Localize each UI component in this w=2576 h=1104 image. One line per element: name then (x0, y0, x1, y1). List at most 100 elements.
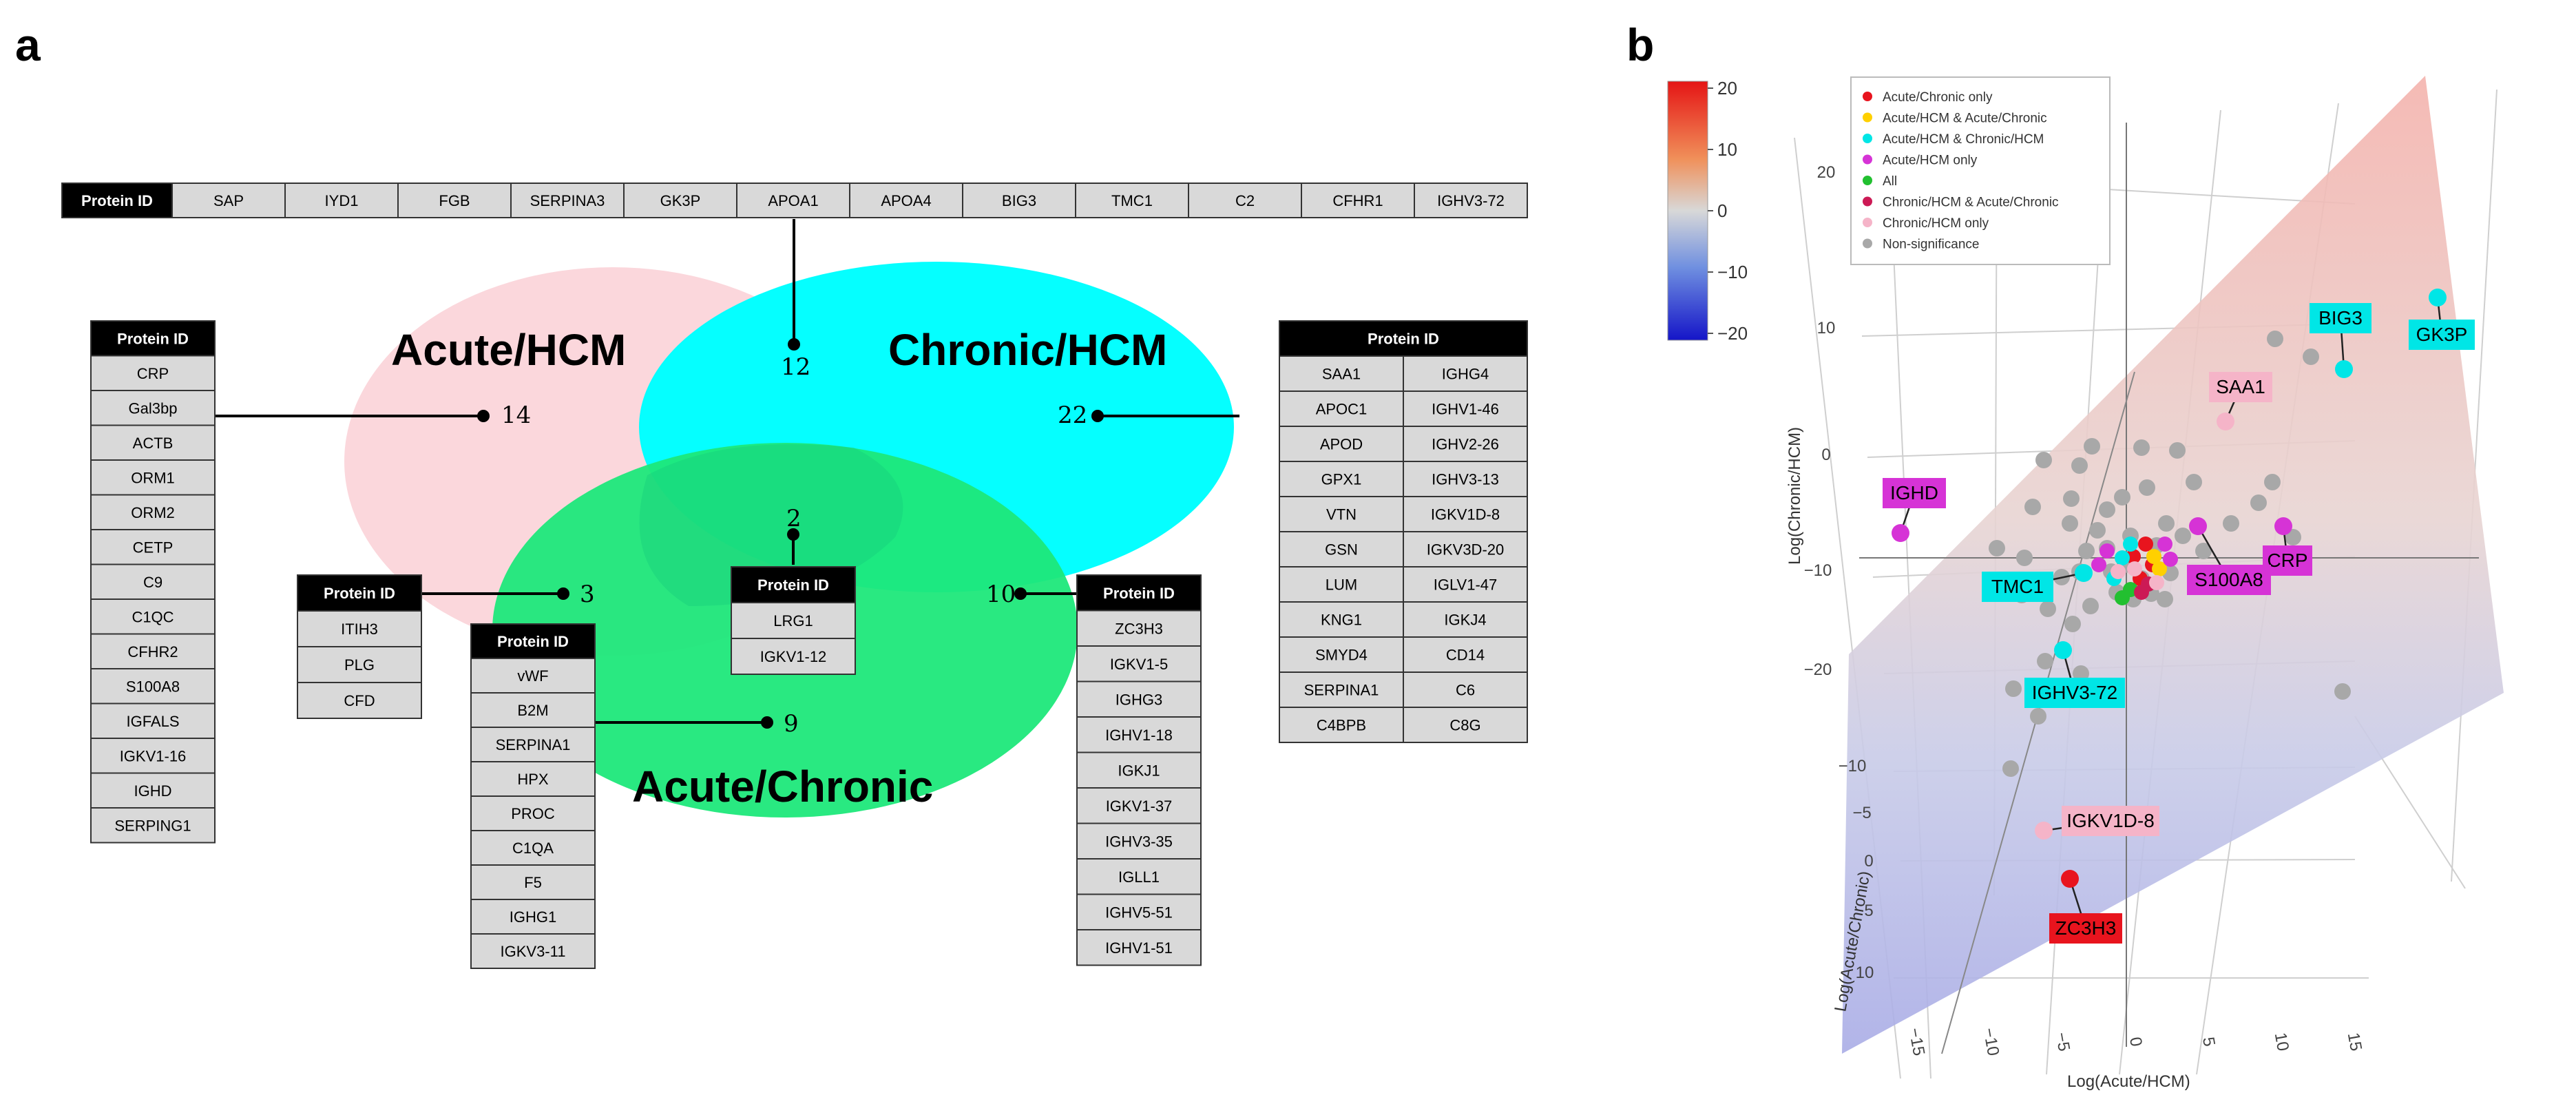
left-table-row: ORM2 (131, 504, 175, 521)
point-callouts: BIG3GK3PSAA1IGHDCRPS100A8TMC1IGHV3-72IGK… (1883, 289, 2475, 944)
point-nonsignificant (2195, 543, 2212, 559)
right-table-col1-cell (1279, 355, 1404, 392)
callout-box (2024, 678, 2125, 708)
point-significant (2099, 543, 2115, 559)
nine-table-row-cell (470, 795, 596, 831)
legend-label: Chronic/HCM & Acute/Chronic (1883, 196, 2059, 210)
top-table-cell: FGB (439, 192, 470, 209)
right-table-col1-cell (1279, 601, 1404, 638)
top-table-cell: SERPINA3 (530, 192, 605, 209)
ten-table-row: IGHV1-18 (1105, 727, 1173, 744)
callout-label: BIG3 (2318, 307, 2363, 329)
top-table-cell-cell (736, 183, 850, 218)
ten-table-row: ZC3H3 (1115, 620, 1163, 637)
x-axis-tick: −15 (1905, 1026, 1929, 1057)
right-table-col1: LUM (1326, 576, 1357, 594)
right-table-col1: APOC1 (1316, 401, 1368, 418)
three-table-row: CFD (344, 692, 375, 709)
ten-table-row-cell (1076, 716, 1202, 753)
top-table-cell: GK3P (660, 192, 701, 209)
colorbar-tick: −20 (1717, 323, 1748, 344)
top-table-cell-cell (962, 183, 1076, 218)
point-significant (2126, 549, 2141, 564)
legend-label: All (1883, 174, 1897, 189)
left-table-row-cell (90, 390, 216, 426)
three-table-header: Protein ID (324, 585, 395, 602)
left-table-row: Gal3bp (129, 399, 178, 417)
left-table-row: S100A8 (126, 678, 180, 695)
ten-table-row-cell (1076, 929, 1202, 966)
right-table-col2-cell (1403, 531, 1528, 567)
nine-table-row-cell (470, 830, 596, 866)
x-axis-tick: 15 (2344, 1031, 2365, 1052)
x-axis-tick: 10 (2271, 1031, 2292, 1052)
top-table-cell: APOA1 (768, 192, 818, 209)
count-acute-chronic-only: 9 (784, 710, 799, 738)
right-table-col2: IGLV1-47 (1434, 576, 1498, 594)
x-axis-tick: −10 (1980, 1026, 2003, 1057)
legend-swatch (1863, 112, 1872, 123)
left-table-row-cell (90, 459, 216, 496)
point-nonsignificant (2089, 522, 2106, 539)
right-table-col1: GPX1 (1321, 471, 1362, 488)
nine-table-row: PROC (511, 805, 555, 822)
right-table-col2-cell (1403, 601, 1528, 638)
right-table-col2-cell (1403, 426, 1528, 462)
right-table-col2: IGKV1D-8 (1431, 506, 1500, 523)
point-nonsignificant (2223, 515, 2239, 532)
venn-label-acute-chronic: Acute/Chronic (632, 762, 933, 811)
y-axis-tick: −5 (1852, 804, 1871, 822)
callout-label: CRP (2267, 550, 2307, 571)
left-table-row-cell (90, 424, 216, 461)
labeled-point (2054, 641, 2072, 659)
left-table-row-cell (90, 633, 216, 669)
left-table-row: C9 (143, 574, 163, 591)
legend-swatch (1863, 154, 1872, 165)
right-table-col2-cell (1403, 355, 1528, 392)
point-nonsignificant (2078, 543, 2095, 559)
three-table-row-cell (297, 646, 422, 683)
callout-box (2187, 565, 2271, 595)
legend-label: Acute/HCM & Chronic/HCM (1883, 132, 2044, 147)
left-table-header: Protein ID (117, 330, 189, 347)
ten-table-row: IGLL1 (1118, 868, 1160, 886)
top-table-cell-cell (1301, 183, 1415, 218)
legend-swatch (1863, 134, 1872, 143)
ten-table-row-cell (1076, 787, 1202, 824)
ten-table-row: IGHV3-35 (1105, 833, 1173, 850)
point-nonsignificant (2099, 501, 2115, 518)
left-table-row: ACTB (133, 435, 174, 452)
nine-table-row: C1QA (512, 840, 554, 857)
legend-swatch (1863, 238, 1872, 249)
right-table-col2: IGHV3-13 (1432, 471, 1499, 488)
callout-label: SAA1 (2216, 376, 2265, 397)
right-table-col1-cell (1279, 461, 1404, 497)
right-table-col1: APOD (1320, 436, 1363, 453)
callout-label: IGHV3-72 (2032, 682, 2118, 703)
top-table-cell: APOA4 (881, 192, 931, 209)
nine-table-row: IGHG1 (510, 908, 556, 926)
point-nonsignificant (2157, 591, 2173, 607)
count-acute-hcm-acute-chronic: 3 (580, 581, 595, 608)
point-nonsignificant (2084, 438, 2100, 455)
x-axis-tick: 5 (2199, 1036, 2219, 1048)
callout-box (2062, 806, 2159, 836)
legend-swatch (1863, 176, 1872, 185)
legend-label: Non-significance (1883, 238, 1979, 252)
ten-table-row-cell (1076, 893, 1202, 930)
nine-table-row-cell (470, 933, 596, 969)
top-table-cell-cell (1075, 183, 1189, 218)
count-chronic-hcm-only: 22 (1058, 402, 1087, 429)
labeled-point (2075, 564, 2093, 582)
y-axis-tick: 0 (1864, 852, 1873, 871)
point-nonsignificant (2005, 680, 2022, 697)
right-table-col1: SMYD4 (1315, 647, 1368, 664)
left-table-row: SERPING1 (114, 817, 191, 834)
labeled-point (2217, 413, 2234, 430)
left-table-row-cell (90, 772, 216, 809)
point-significant (2091, 557, 2106, 572)
point-nonsignificant (2040, 601, 2056, 617)
top-table-cell-cell (1414, 183, 1528, 218)
nine-table-row: F5 (524, 874, 542, 891)
callout-box (2049, 913, 2122, 944)
